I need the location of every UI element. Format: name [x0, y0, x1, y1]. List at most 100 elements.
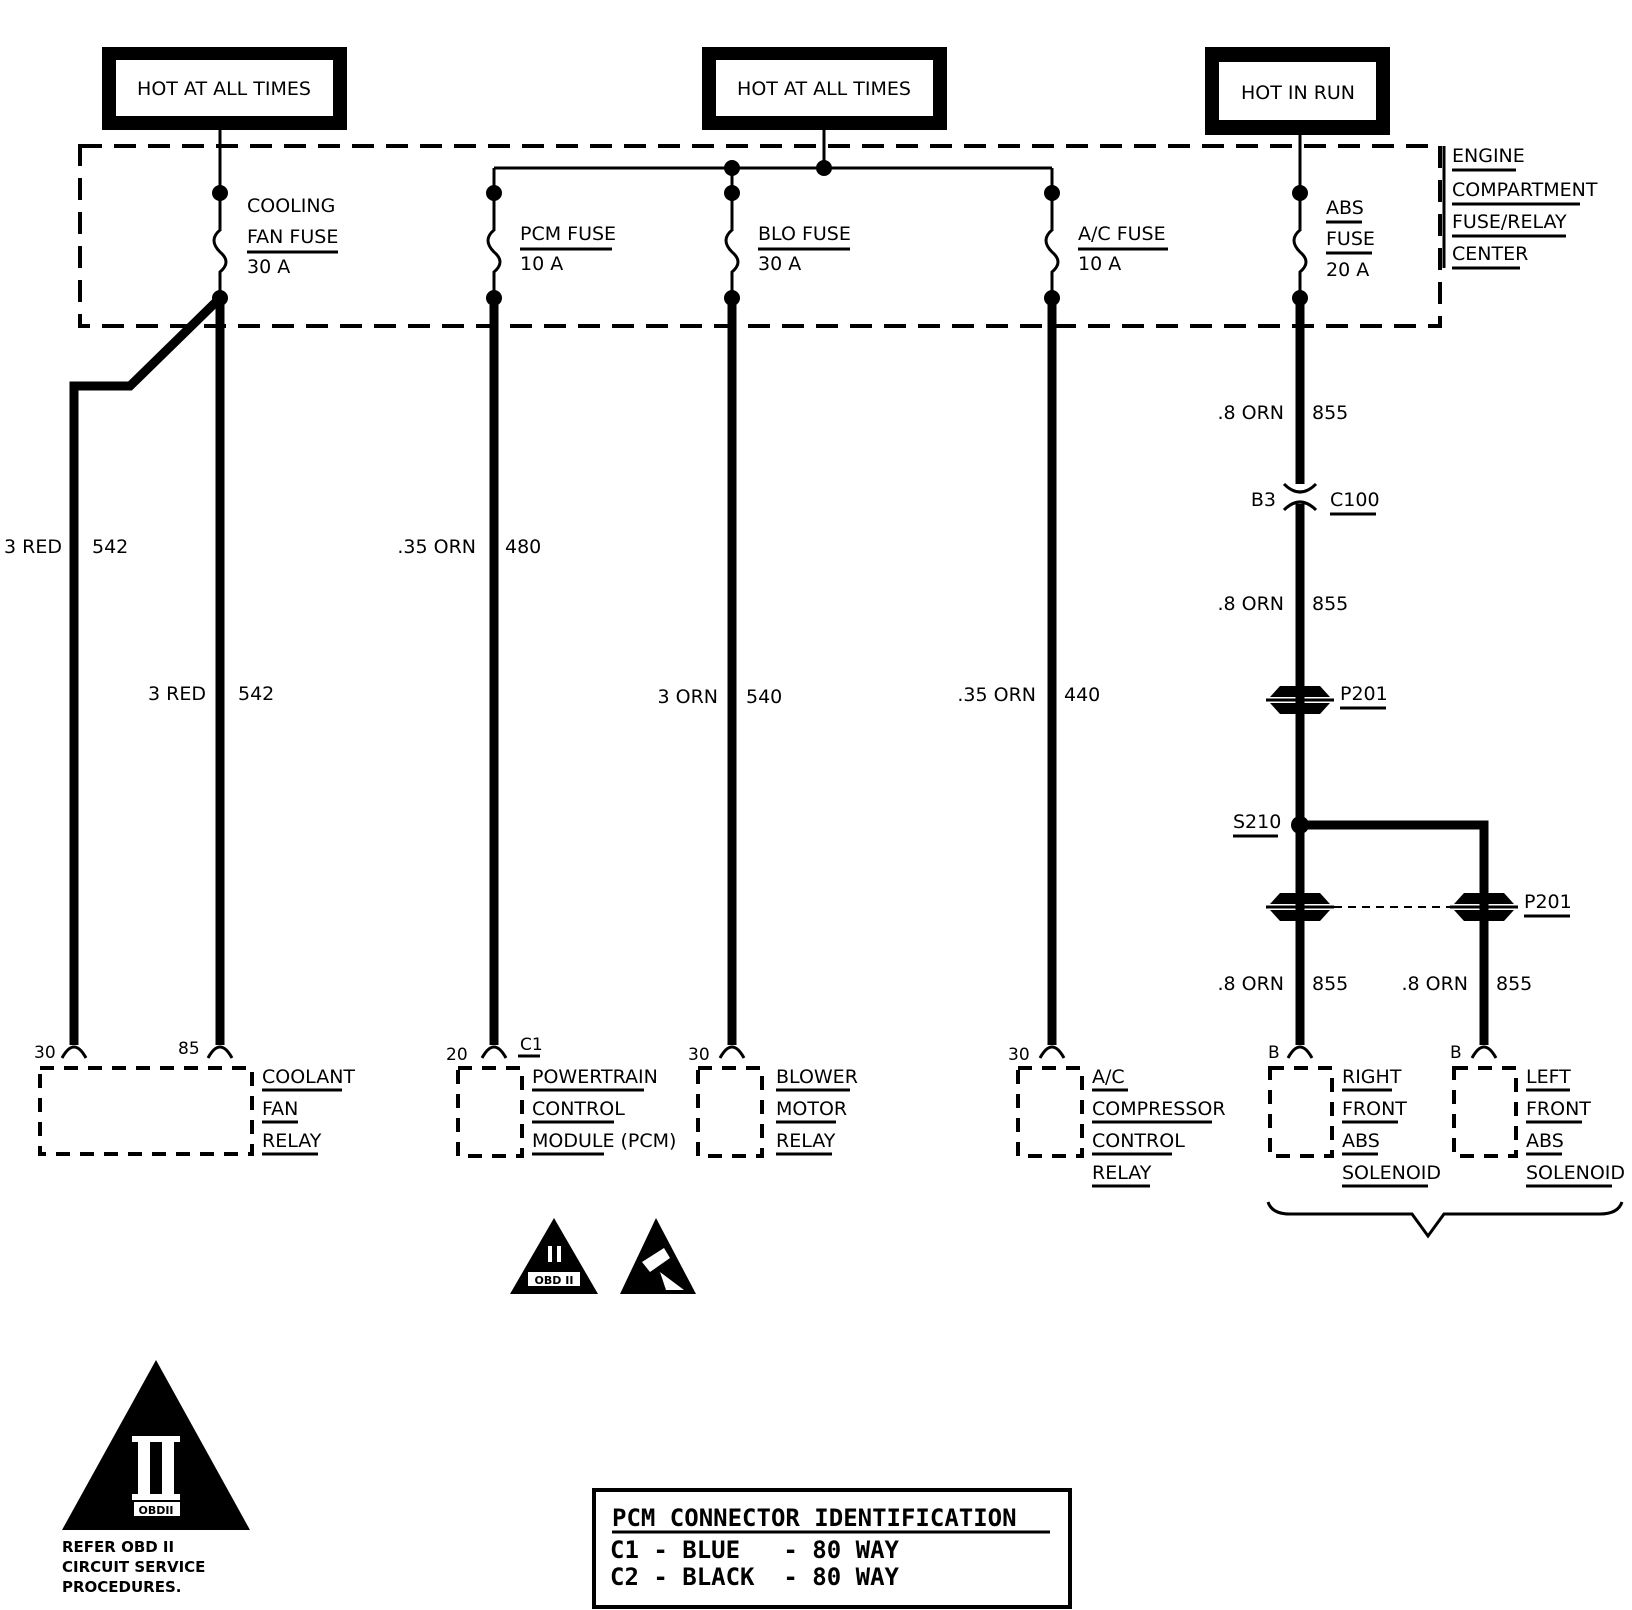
pcm-connector-identification: PCM CONNECTOR IDENTIFICATION C1 - BLUE -…: [592, 1488, 1072, 1609]
relay-pin-85: 85: [178, 1039, 200, 1059]
ac-compressor-control-relay: A/C COMPRESSOR CONTROL RELAY: [1016, 1066, 1226, 1188]
svg-text:COMPRESSOR: COMPRESSOR: [1092, 1098, 1226, 1120]
wire-480-color: .35 ORN: [397, 536, 476, 558]
power-source-left-label: HOT AT ALL TIMES: [137, 78, 311, 100]
wire-542-right-color: 3 RED: [148, 683, 206, 705]
power-source-middle: HOT AT ALL TIMES: [702, 47, 947, 130]
svg-text:A/C FUSE: A/C FUSE: [1078, 223, 1166, 245]
wire-855-right-circuit: 855: [1312, 973, 1348, 995]
svg-text:FUSE/RELAY: FUSE/RELAY: [1452, 211, 1567, 233]
svg-text:20 A: 20 A: [1326, 259, 1369, 281]
svg-text:REFER OBD II: REFER OBD II: [62, 1538, 174, 1556]
abs-fuse: ABS FUSE 20 A: [1292, 185, 1375, 306]
blo-fuse: BLO FUSE 30 A: [724, 185, 851, 306]
svg-text:ABS: ABS: [1526, 1130, 1564, 1152]
wire-855-right-color: .8 ORN: [1217, 973, 1284, 995]
wire-855-mid-color: .8 ORN: [1217, 593, 1284, 615]
ac-pin-30: 30: [1008, 1045, 1030, 1065]
pcm-fuse: PCM FUSE 10 A: [486, 185, 616, 306]
wire-855-branch: [1300, 820, 1489, 1045]
c100-connector: B3 C100: [1251, 482, 1380, 516]
fuse-relay-center-label: ENGINE COMPARTMENT FUSE/RELAY CENTER: [1442, 145, 1598, 270]
rf-abs-pin-b: B: [1268, 1043, 1280, 1063]
svg-text:FUSE: FUSE: [1326, 228, 1375, 250]
svg-text:CONTROL: CONTROL: [532, 1098, 625, 1120]
p201-upper-connector: P201: [1266, 683, 1388, 714]
wire-542-left: [69, 294, 224, 1045]
fuse-relay-center-outline: [78, 144, 1442, 328]
wire-855-left-color: .8 ORN: [1401, 973, 1468, 995]
p201-lower-label: P201: [1524, 891, 1572, 913]
svg-text:PCM FUSE: PCM FUSE: [520, 223, 616, 245]
svg-text:OBD II: OBD II: [535, 1274, 574, 1287]
wire-542-right-circuit: 542: [238, 683, 274, 705]
pcm-connector-id-title: PCM CONNECTOR IDENTIFICATION: [612, 1504, 1017, 1532]
refer-obd-note: REFER OBD II CIRCUIT SERVICE PROCEDURES.: [62, 1538, 205, 1596]
svg-text:ABS: ABS: [1342, 1130, 1380, 1152]
svg-text:10 A: 10 A: [1078, 253, 1121, 275]
svg-text:A/C: A/C: [1092, 1066, 1125, 1088]
svg-text:FAN: FAN: [262, 1098, 298, 1120]
pcm-pin-20: 20: [446, 1045, 468, 1065]
wire-542-left-color: 3 RED: [4, 536, 62, 558]
svg-text:PROCEDURES.: PROCEDURES.: [62, 1578, 181, 1596]
svg-text:RELAY: RELAY: [1092, 1162, 1152, 1184]
powertrain-control-module: POWERTRAIN CONTROL MODULE (PCM): [456, 1066, 676, 1158]
obd-ii-warning-icon: OBD II: [510, 1218, 598, 1294]
svg-text:RELAY: RELAY: [262, 1130, 322, 1152]
c100-label: C100: [1330, 489, 1380, 511]
svg-text:BLO FUSE: BLO FUSE: [758, 223, 851, 245]
svg-text:LEFT: LEFT: [1526, 1066, 1571, 1088]
relay-pin-30: 30: [34, 1043, 56, 1063]
wire-440-color: .35 ORN: [957, 684, 1036, 706]
wire-855-left-circuit: 855: [1496, 973, 1532, 995]
wire-855-mid-circuit: 855: [1312, 593, 1348, 615]
power-source-middle-label: HOT AT ALL TIMES: [737, 78, 911, 100]
power-source-right-label: HOT IN RUN: [1241, 82, 1355, 104]
right-front-abs-solenoid: RIGHT FRONT ABS SOLENOID: [1268, 1066, 1441, 1188]
ac-fuse: A/C FUSE 10 A: [1044, 185, 1168, 306]
svg-text:30 A: 30 A: [247, 256, 290, 278]
lf-abs-pin-b: B: [1450, 1043, 1462, 1063]
pcm-connector-row-c1: C1 - BLUE - 80 WAY: [610, 1536, 900, 1564]
wire-855-upper-circuit: 855: [1312, 402, 1348, 424]
p201-lower-connector: P201: [1266, 891, 1572, 921]
coolant-fan-relay: COOLANT FAN RELAY: [38, 1066, 355, 1156]
terminals: [60, 1045, 1498, 1059]
pcm-connector-c1: C1: [520, 1035, 543, 1055]
svg-text:SOLENOID: SOLENOID: [1342, 1162, 1441, 1184]
left-front-abs-solenoid: LEFT FRONT ABS SOLENOID: [1452, 1066, 1625, 1188]
wire-855-upper-color: .8 ORN: [1217, 402, 1284, 424]
wire-540-color: 3 ORN: [658, 686, 719, 708]
wire-540-circuit: 540: [746, 686, 782, 708]
svg-text:FAN FUSE: FAN FUSE: [247, 226, 338, 248]
svg-text:30 A: 30 A: [758, 253, 801, 275]
s210-splice: S210: [1233, 811, 1309, 838]
wire-480-circuit: 480: [505, 536, 541, 558]
obd-ii-large-icon: OBDII: [62, 1360, 250, 1530]
c100-pin: B3: [1251, 489, 1276, 511]
svg-text:MOTOR: MOTOR: [776, 1098, 847, 1120]
svg-text:COOLANT: COOLANT: [262, 1066, 355, 1088]
pcm-connector-row-c2: C2 - BLACK - 80 WAY: [610, 1563, 900, 1591]
abs-solenoid-bracket: [1266, 1201, 1624, 1239]
svg-text:FRONT: FRONT: [1526, 1098, 1591, 1120]
svg-text:COMPARTMENT: COMPARTMENT: [1452, 179, 1598, 201]
svg-text:ENGINE: ENGINE: [1452, 145, 1525, 167]
esd-warning-icon: [620, 1218, 696, 1294]
svg-text:RIGHT: RIGHT: [1342, 1066, 1402, 1088]
svg-text:CIRCUIT SERVICE: CIRCUIT SERVICE: [62, 1558, 205, 1576]
wire-542-left-circuit: 542: [92, 536, 128, 558]
svg-text:BLOWER: BLOWER: [776, 1066, 858, 1088]
svg-text:SOLENOID: SOLENOID: [1526, 1162, 1625, 1184]
svg-text:CONTROL: CONTROL: [1092, 1130, 1185, 1152]
svg-text:ABS: ABS: [1326, 197, 1364, 219]
svg-text:10 A: 10 A: [520, 253, 563, 275]
power-source-left: HOT AT ALL TIMES: [102, 47, 347, 130]
svg-text:COOLING: COOLING: [247, 195, 335, 217]
cooling-fan-fuse: COOLING FAN FUSE 30 A: [212, 185, 338, 306]
svg-text:FRONT: FRONT: [1342, 1098, 1407, 1120]
wire-440-circuit: 440: [1064, 684, 1100, 706]
blower-pin-30: 30: [688, 1045, 710, 1065]
svg-text:MODULE (PCM): MODULE (PCM): [532, 1130, 676, 1152]
